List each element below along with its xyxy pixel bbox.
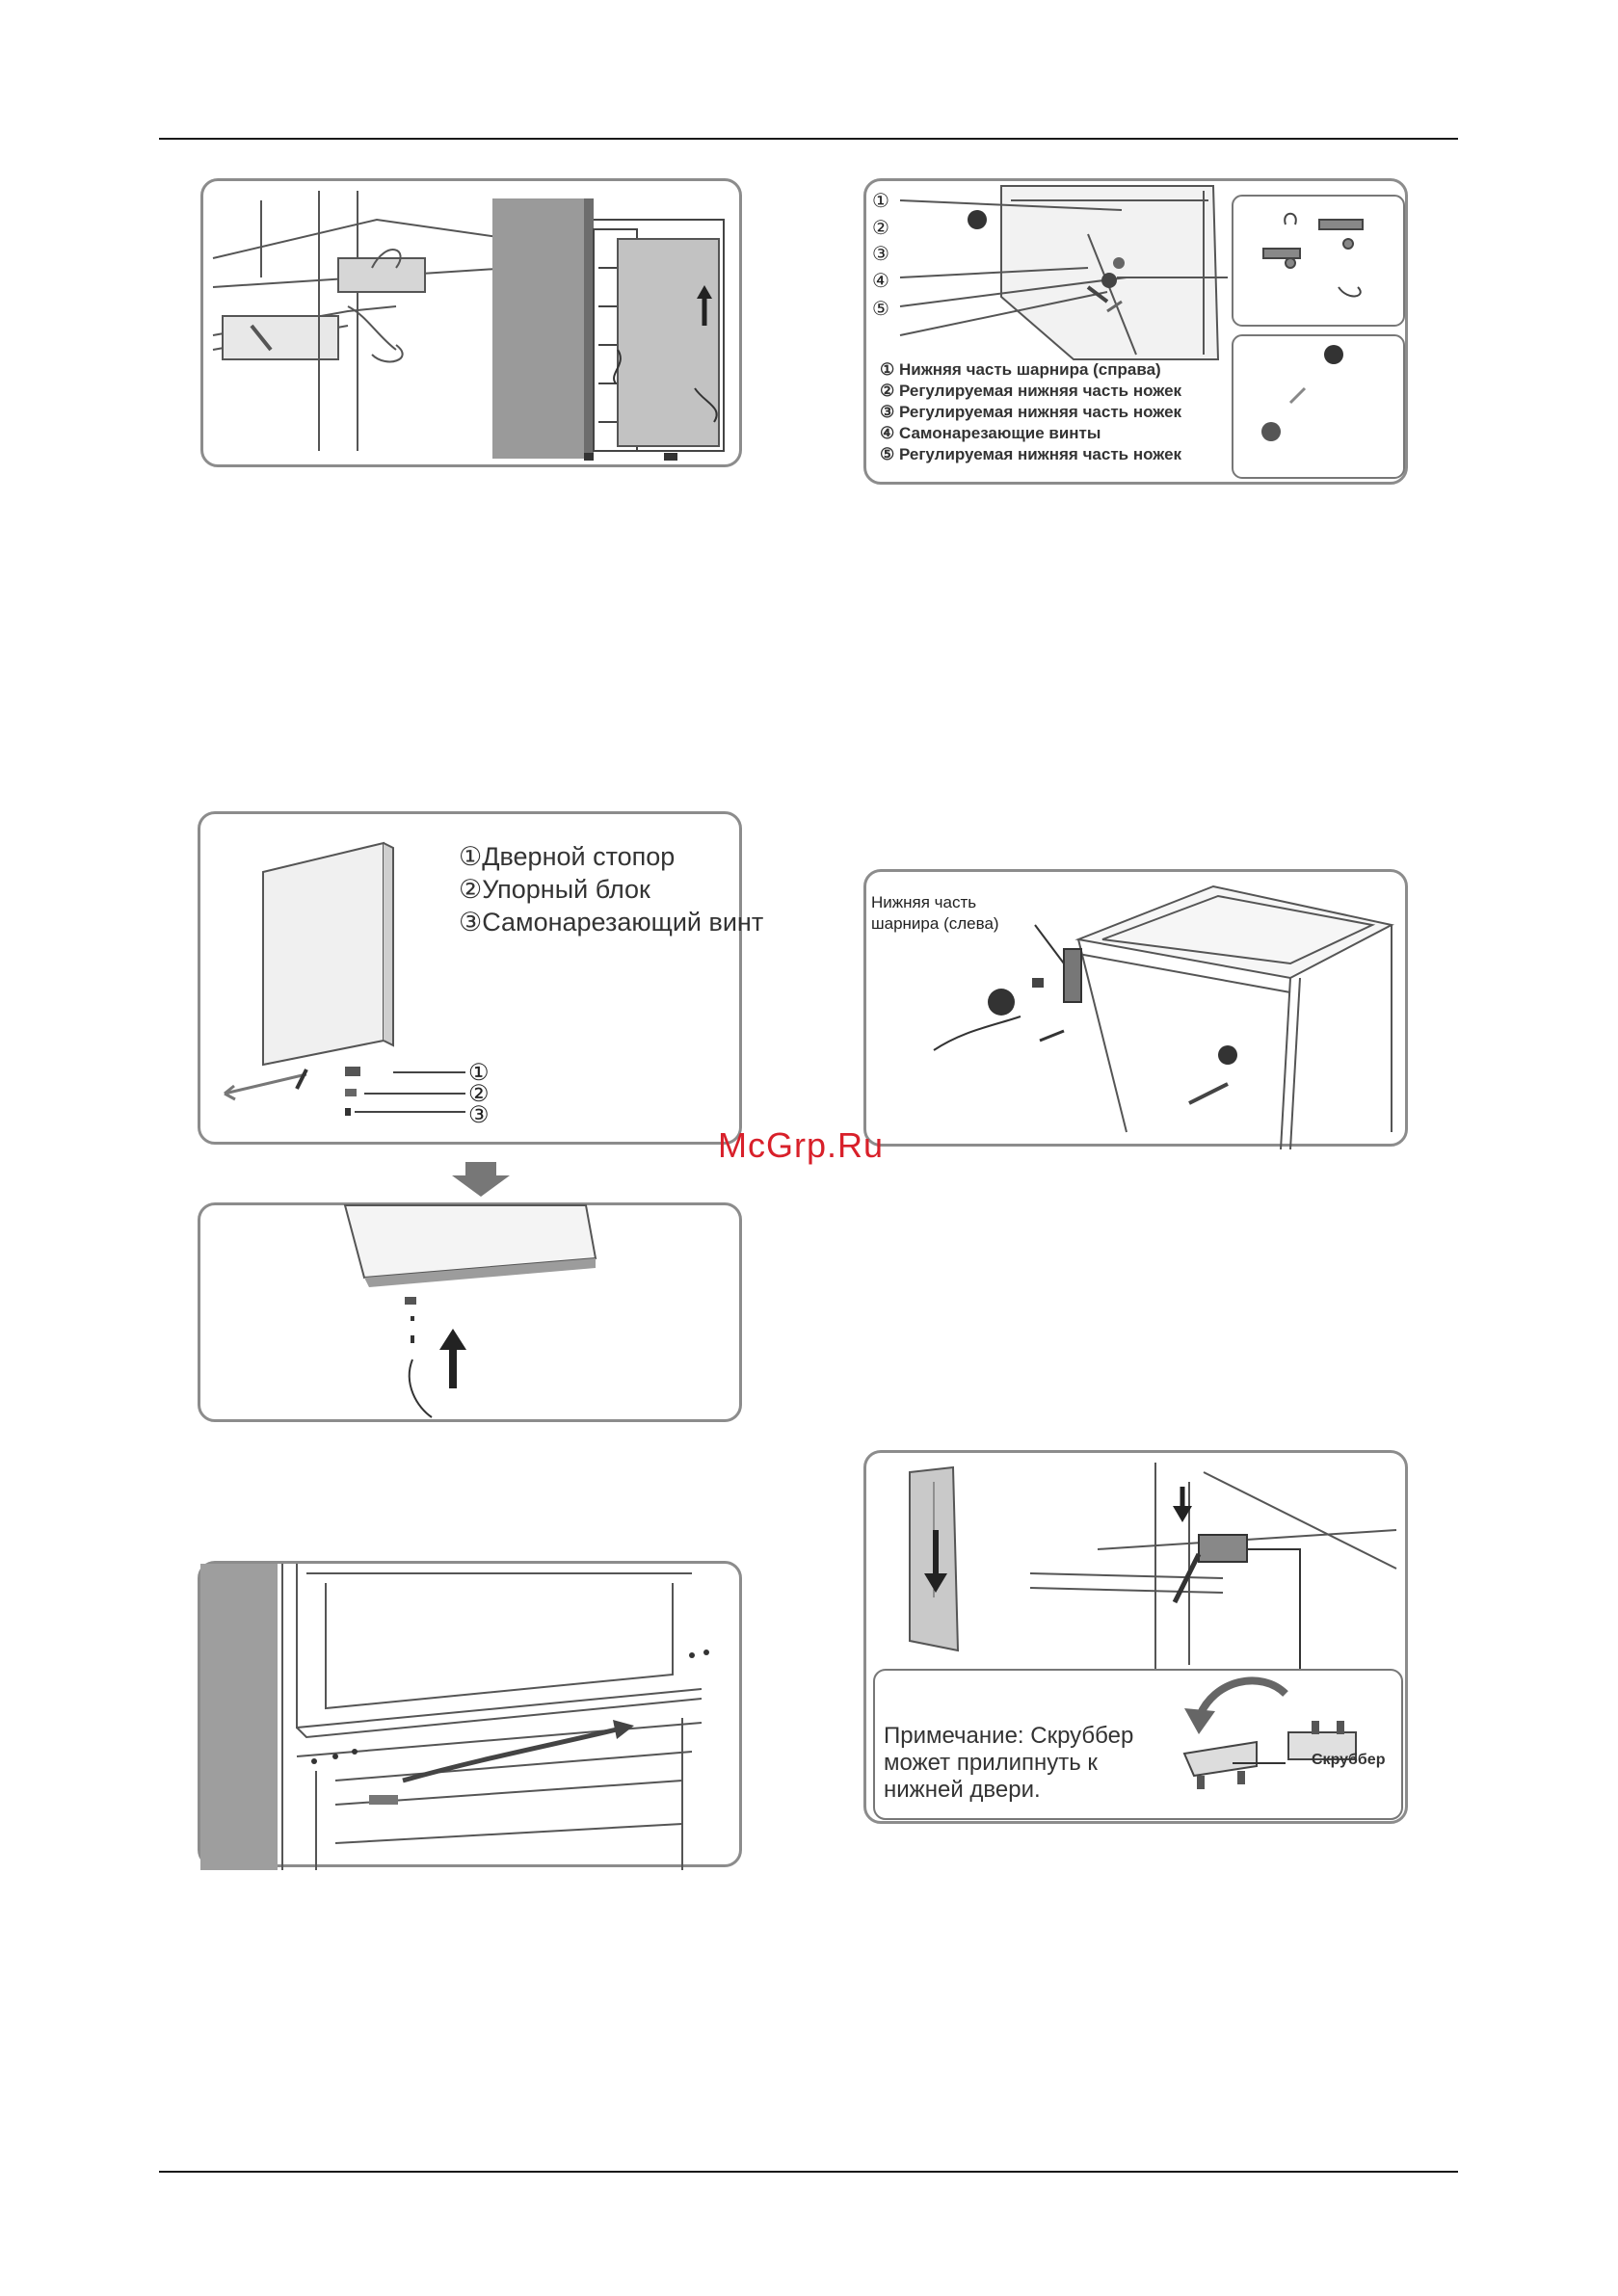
drawer-rail-illustration <box>200 1564 709 1870</box>
arrow-down-icon <box>452 1162 510 1197</box>
callout-5: ⑤ <box>872 299 889 320</box>
door-bottom-illustration <box>343 1204 597 1418</box>
legend-item-1: ① Нижняя часть шарнира (справа) <box>880 360 1161 379</box>
legend-item-3: ③ Регулируемая нижняя часть ножек <box>880 403 1182 421</box>
scrubber-note-line-3: нижней двери. <box>884 1777 1041 1803</box>
figure-scrubber-note: Примечание: Скруббер может прилипнуть к … <box>863 1450 1408 1824</box>
scrubber-note-line-1: Примечание: Скруббер <box>884 1723 1134 1749</box>
callout-2: ② <box>872 218 889 239</box>
stopper-legend-2: ②Упорный блок <box>459 875 650 904</box>
figure-drawer-rail <box>198 1561 742 1870</box>
door-stopper-illustration <box>224 841 465 1116</box>
legend-item-5: ⑤ Регулируемая нижняя часть ножек <box>880 445 1182 463</box>
hinge-left-label-1: Нижняя часть <box>871 893 977 911</box>
figure-door-stopper: ① ② ③ ①Дверной стопор ②Упорный блок ③Сам… <box>198 811 763 1145</box>
figure-hinge-feet: ① ② ③ ④ ⑤ ① Нижняя часть шарнира (справа… <box>863 178 1408 485</box>
stopper-callout-1: ① <box>468 1060 490 1086</box>
watermark: McGrp.Ru <box>718 1125 885 1165</box>
footer-rule <box>159 2171 1458 2173</box>
figure-left-hinge: Нижняя часть шарнира (слева) <box>863 869 1408 1150</box>
legend-item-2: ② Регулируемая нижняя часть ножек <box>880 382 1182 400</box>
figure-door-bottom <box>198 1202 742 1422</box>
hinge-feet-illustration <box>899 185 1405 479</box>
callout-3: ③ <box>872 244 889 265</box>
figure-door-removal <box>200 178 742 467</box>
stopper-callout-3: ③ <box>468 1102 490 1128</box>
scrubber-note-line-2: может прилипнуть к <box>884 1750 1098 1776</box>
scrubber-illustration <box>873 1463 1403 1820</box>
left-hinge-illustration <box>933 884 1394 1150</box>
door-removal-illustration <box>212 191 725 461</box>
hinge-left-label-2: шарнира (слева) <box>871 914 999 933</box>
callout-1: ① <box>872 191 889 212</box>
stopper-legend-1: ①Дверной стопор <box>459 842 676 871</box>
header-rule <box>159 138 1458 140</box>
stopper-callout-2: ② <box>468 1081 490 1107</box>
scrubber-part-label: Скруббер <box>1312 1752 1386 1768</box>
stopper-legend-3: ③Самонарезающий винт <box>459 908 764 937</box>
legend-item-4: ④ Самонарезающие винты <box>880 424 1101 442</box>
callout-4: ④ <box>872 271 889 292</box>
